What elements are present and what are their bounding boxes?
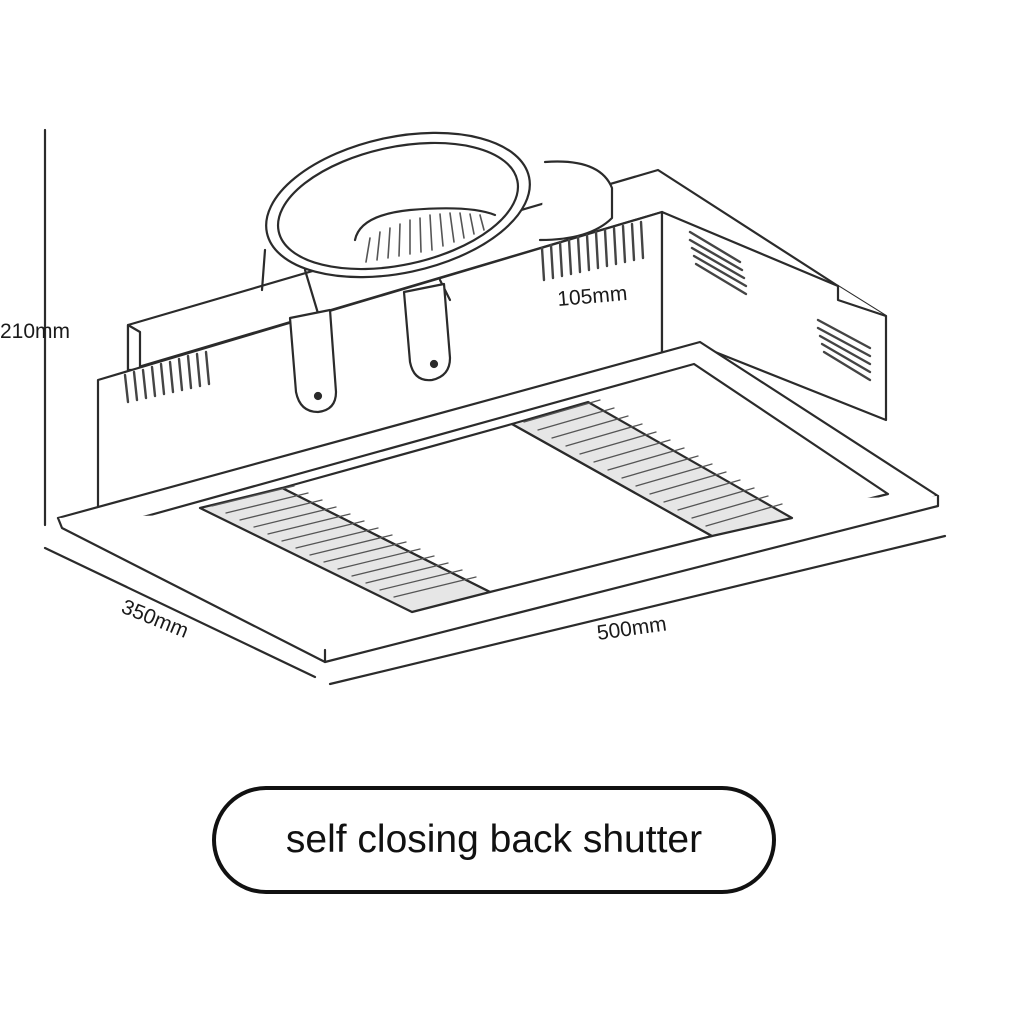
bracket-left xyxy=(288,308,338,414)
housing-vents xyxy=(123,220,872,404)
bracket-right xyxy=(402,282,452,382)
back-shutter-fins xyxy=(365,212,485,263)
height-label: 210mm xyxy=(0,320,70,343)
duct-ring-outer xyxy=(265,131,531,279)
width-short-label: 350mm xyxy=(118,595,192,643)
caption-text: self closing back shutter xyxy=(285,818,703,861)
mounting-brackets xyxy=(288,282,452,414)
width-dimension-line xyxy=(328,534,947,686)
duct-collar xyxy=(260,131,614,322)
duct-ring-inner xyxy=(276,141,520,271)
depth-dimension-line xyxy=(43,546,317,679)
duct-opening xyxy=(353,207,497,242)
grille-slats xyxy=(211,399,783,598)
caption-box: self closing back shutter xyxy=(212,786,776,894)
